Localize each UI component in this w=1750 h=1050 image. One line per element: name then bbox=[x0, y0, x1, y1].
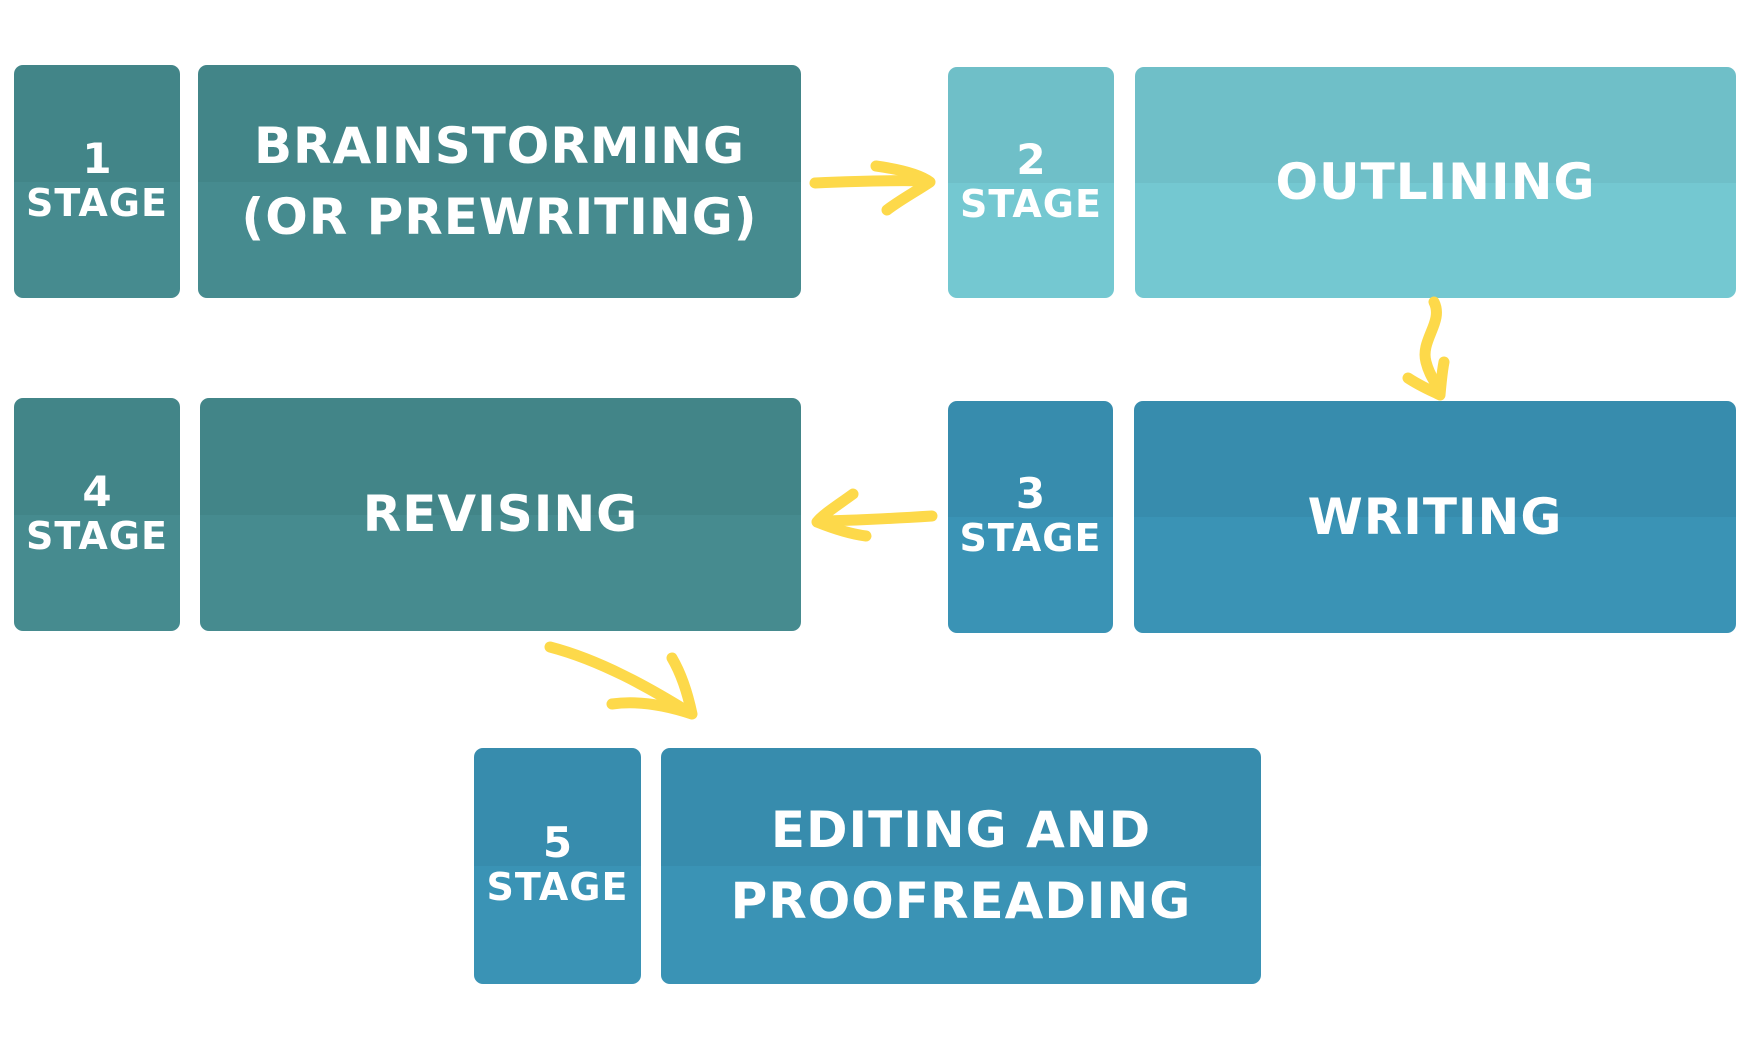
stage-5-box: EDITING AND PROOFREADING bbox=[661, 748, 1261, 984]
stage-3-title: WRITING bbox=[1288, 482, 1583, 553]
stage-3-label: STAGE bbox=[959, 516, 1102, 561]
stage-1-box: BRAINSTORMING (OR PREWRITING) bbox=[198, 65, 801, 298]
stage-5-badge: 5 STAGE bbox=[474, 748, 641, 984]
stage-2-label: STAGE bbox=[960, 181, 1102, 226]
arrow-3-to-4-icon bbox=[811, 488, 938, 542]
stage-1-title-line-2: (OR PREWRITING) bbox=[241, 187, 758, 246]
stage-1-label: STAGE bbox=[26, 180, 168, 225]
stage-5-title-line-2: PROOFREADING bbox=[730, 872, 1192, 930]
stage-4-label: STAGE bbox=[26, 513, 168, 558]
stage-2-title: OUTLINING bbox=[1255, 147, 1615, 218]
stage-4-title-line-1: REVISING bbox=[362, 485, 639, 543]
stage-1-title: BRAINSTORMING (OR PREWRITING) bbox=[221, 111, 777, 253]
stage-2-badge: 2 STAGE bbox=[948, 67, 1114, 298]
stage-5-number: 5 bbox=[542, 818, 573, 868]
stage-5-label: STAGE bbox=[486, 865, 629, 910]
stage-3-box: WRITING bbox=[1134, 401, 1736, 633]
arrow-1-to-2-icon bbox=[809, 160, 936, 216]
stage-5-title-line-1: EDITING AND bbox=[770, 801, 1152, 859]
stage-3-title-line-1: WRITING bbox=[1307, 487, 1563, 546]
stage-1-number: 1 bbox=[82, 133, 112, 183]
stage-3-number: 3 bbox=[1015, 469, 1046, 519]
stage-4-box: REVISING bbox=[200, 398, 801, 631]
stage-2-number: 2 bbox=[1016, 134, 1046, 184]
stage-1-title-line-1: BRAINSTORMING bbox=[253, 116, 746, 175]
arrow-2-to-3-icon bbox=[1402, 296, 1450, 401]
stage-4-title: REVISING bbox=[343, 479, 658, 550]
stage-2-box: OUTLINING bbox=[1135, 67, 1736, 298]
stage-2-title-line-1: OUTLINING bbox=[1275, 153, 1596, 211]
arrow-4-to-5-icon bbox=[544, 641, 698, 720]
stage-1-badge: 1 STAGE bbox=[14, 65, 180, 298]
stage-4-badge: 4 STAGE bbox=[14, 398, 180, 631]
stage-5-title: EDITING AND PROOFREADING bbox=[711, 795, 1212, 937]
stage-4-number: 4 bbox=[82, 466, 112, 516]
stage-3-badge: 3 STAGE bbox=[948, 401, 1113, 633]
